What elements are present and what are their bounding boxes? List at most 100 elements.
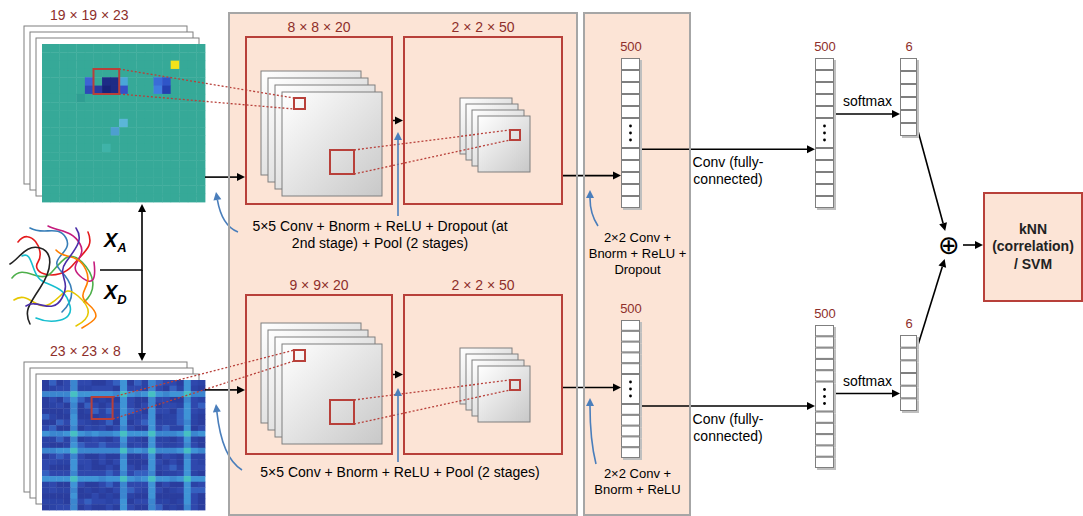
heatmap-pixel (42, 52, 51, 61)
heatmap-pixel (170, 420, 177, 426)
heatmap-pixel (106, 420, 113, 426)
heatmap-pixel (128, 102, 137, 111)
heatmap-pixel (59, 86, 68, 95)
heatmap-pixel (120, 448, 127, 454)
heatmap-pixel (145, 77, 154, 86)
heatmap-pixel (111, 169, 120, 178)
vector-cell (816, 359, 834, 369)
heatmap-pixel (191, 442, 198, 448)
heatmap-pixel (134, 459, 141, 465)
heatmap-pixel (177, 442, 184, 448)
heatmap-pixel (162, 144, 171, 153)
heatmap-pixel (171, 144, 180, 153)
heatmap-pixel (119, 61, 128, 70)
vector-cell (901, 374, 917, 386)
arrowhead (395, 117, 403, 125)
callout-line (397, 396, 399, 462)
heatmap-pixel (184, 380, 191, 386)
heatmap-pixel (92, 420, 99, 426)
heatmap-pixel (56, 431, 63, 437)
heatmap-pixel (85, 487, 92, 493)
heatmap-pixel (162, 403, 169, 409)
callout-arrow (394, 132, 402, 216)
heatmap-pixel (127, 487, 134, 493)
heatmap-pixel (184, 425, 191, 431)
heatmap-pixel (68, 169, 77, 178)
heatmap-pixel (49, 386, 56, 392)
heatmap-pixel (119, 135, 128, 144)
heatmap-pixel (85, 425, 92, 431)
heatmap-pixel (127, 380, 134, 386)
receptive-field-square (510, 130, 520, 140)
heatmap-pixel (56, 386, 63, 392)
heatmap-pixel (141, 476, 148, 482)
heatmap-pixel (111, 152, 120, 161)
heatmap-pixel (42, 144, 51, 153)
heatmap-pixel (111, 44, 120, 53)
layer-panel: 5×5 Conv + Bnorm + ReLU + Dropout (at 2n… (228, 12, 578, 516)
vector-cell (816, 59, 834, 70)
heatmap-pixel (179, 127, 188, 136)
heatmap-pixel (93, 127, 102, 136)
vector-cell (622, 353, 640, 363)
heatmap-pixel (155, 408, 162, 414)
heatmap-pixel (162, 448, 169, 454)
vector-cell (622, 107, 640, 118)
heatmap-pixel (63, 408, 70, 414)
heatmap-pixel (162, 408, 169, 414)
input-symbol: XD (104, 282, 127, 306)
heatmap-pixel (141, 453, 148, 459)
arrowhead (939, 222, 947, 231)
heatmap-pixel (191, 403, 198, 409)
heatmap-pixel (179, 111, 188, 120)
vector-cell (622, 342, 640, 352)
heatmap-pixel (136, 194, 145, 203)
heatmap-pixel (51, 77, 60, 86)
vector-cell (816, 435, 834, 445)
vector-cell (816, 423, 834, 433)
heatmap-pixel (106, 380, 113, 386)
heatmap-pixel (198, 391, 205, 397)
vector-cell (816, 371, 834, 381)
heatmap-pixel (106, 493, 113, 499)
heatmap-pixel (42, 397, 49, 403)
heatmap-pixel (51, 185, 60, 194)
heatmap-pixel (70, 470, 77, 476)
heatmap-pixel (42, 504, 49, 510)
heatmap-pixel (184, 504, 191, 510)
ellipsis-dot (629, 125, 632, 128)
heatmap-pixel (111, 194, 120, 203)
heatmap-pixel (76, 177, 85, 186)
heatmap-pixel (171, 69, 180, 78)
heatmap-pixel (170, 442, 177, 448)
heatmap-pixel (113, 453, 120, 459)
heatmap-pixel (119, 160, 128, 169)
heatmap-pixel (93, 152, 102, 161)
heatmap-pixel (134, 391, 141, 397)
heatmap-pixel (56, 380, 63, 386)
heatmap-pixel (141, 482, 148, 488)
heatmap-pixel (162, 177, 171, 186)
vector-cell (901, 72, 917, 84)
heatmap-pixel (51, 144, 60, 153)
heatmap-pixel (128, 169, 137, 178)
heatmap-pixel (42, 437, 49, 443)
projection-line (113, 361, 294, 419)
dimension-label: 500 (597, 302, 665, 320)
protein-chain (30, 228, 72, 312)
projection-line (354, 390, 510, 424)
vector-cell (622, 149, 640, 160)
vector-cell (901, 336, 917, 348)
dimension-label: 6 (876, 317, 942, 335)
heatmap-pixel (145, 127, 154, 136)
heatmap-pixel (127, 493, 134, 499)
callout-line (590, 406, 596, 464)
heatmap-pixel (177, 425, 184, 431)
heatmap-pixel (70, 487, 77, 493)
feature-vector: 500 (621, 58, 641, 210)
heatmap-pixel (148, 397, 155, 403)
heatmap-pixel (179, 52, 188, 61)
heatmap-pixel (120, 420, 127, 426)
heatmap-pixel (42, 194, 51, 203)
